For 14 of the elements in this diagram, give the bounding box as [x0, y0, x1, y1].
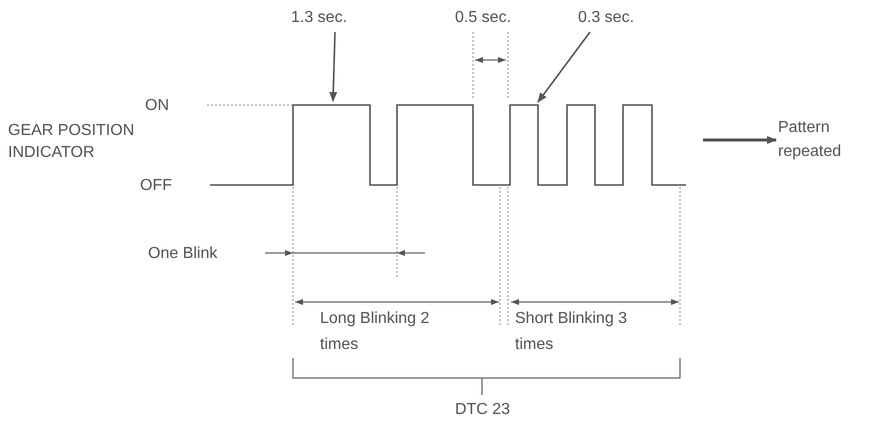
code-label: DTC 23: [454, 400, 512, 420]
annotation-text: 1.3 sec.: [290, 9, 348, 26]
duration-label: 0.5 sec.: [454, 8, 512, 28]
leader-arrow: [329, 32, 338, 102]
annotation-text: 0.3 sec.: [578, 9, 634, 26]
period-label: One Blink: [148, 244, 218, 264]
level-label: ON: [145, 96, 170, 116]
leader-arrow: [537, 32, 591, 103]
annotation-text: Pattern repeated: [778, 119, 842, 160]
arrow: [703, 136, 777, 144]
period-label: Short Blinking 3 times: [515, 309, 628, 355]
signal-name: GEAR POSITION INDICATOR: [8, 121, 136, 163]
level-label: OFF: [140, 176, 173, 196]
period-label: Long Blinking 2 times: [320, 309, 430, 355]
